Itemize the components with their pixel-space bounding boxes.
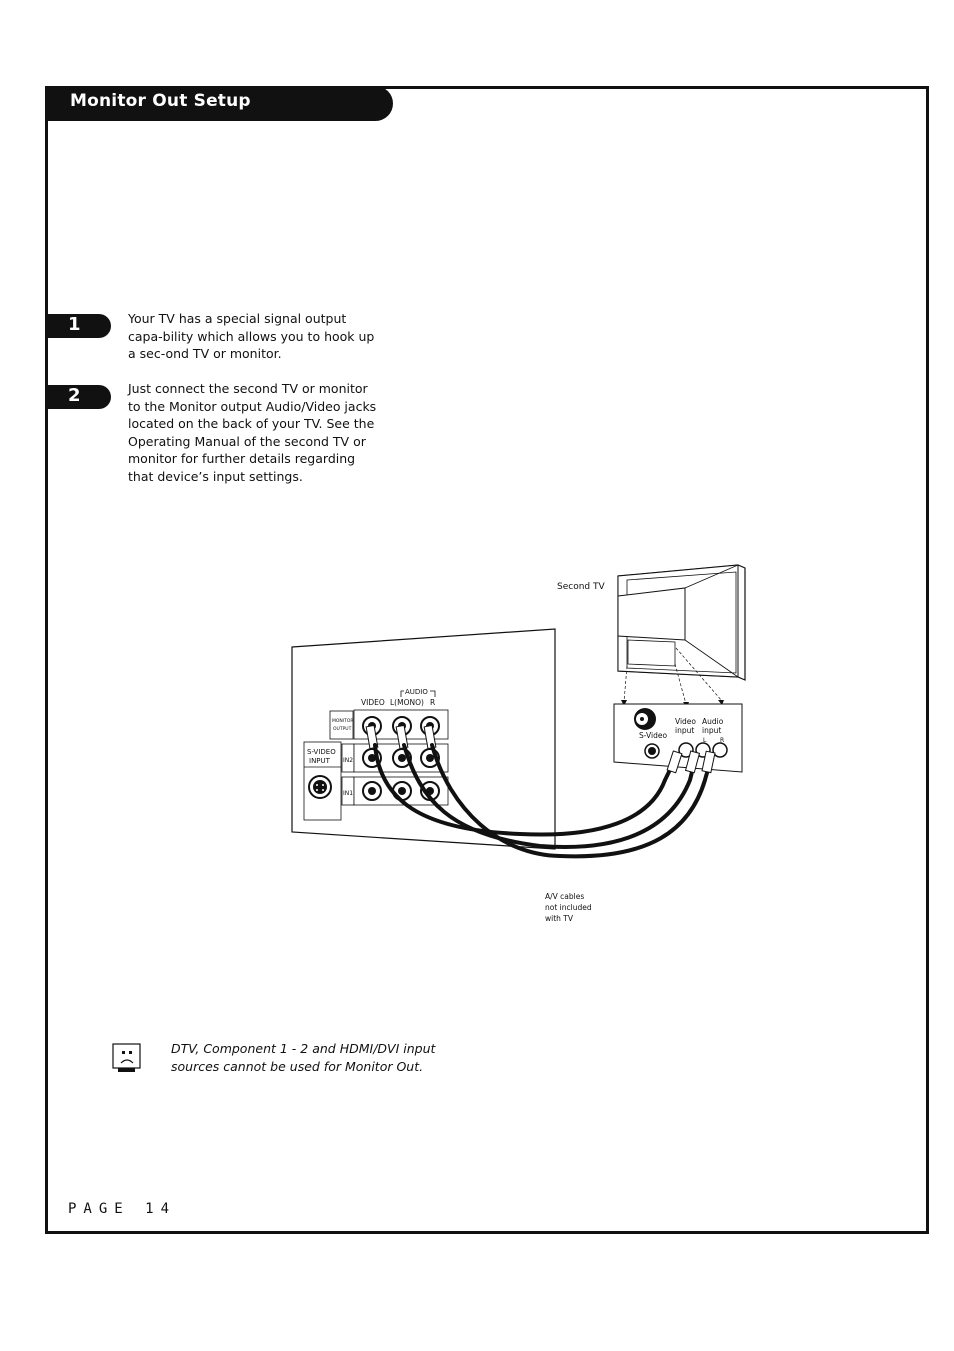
in2-label: IN2 xyxy=(343,757,353,764)
audio-input-label-2: input xyxy=(702,726,721,735)
second-tv xyxy=(617,564,746,681)
audio-r-label: R xyxy=(720,737,724,744)
cables-note-1: A/V cables xyxy=(545,892,584,901)
second-tv-label: Second TV xyxy=(557,582,605,592)
cables-note-3: with TV xyxy=(545,914,574,923)
step-2-text: Just connect the second TV or monitor to… xyxy=(128,381,377,484)
av-cables xyxy=(373,743,712,859)
page-title: Monitor Out Setup xyxy=(70,91,251,111)
audio-l-label: L xyxy=(703,737,707,744)
input-label: INPUT xyxy=(309,757,331,765)
video-header-label: VIDEO xyxy=(361,698,385,707)
r-header-label: R xyxy=(430,698,435,707)
page-frame xyxy=(45,86,929,1234)
note-face-icon xyxy=(112,1043,141,1072)
step-1-text: Your TV has a special signal output capa… xyxy=(128,311,375,362)
cables-note-2: not included xyxy=(545,903,592,912)
monitor-output-box xyxy=(329,710,354,740)
video-input-label-2: input xyxy=(675,726,694,735)
monitor-label: MONITOR xyxy=(332,718,354,724)
audio-header-label: AUDIO xyxy=(405,688,428,696)
step-1-number: 1 xyxy=(68,314,81,335)
tv-side-plugs xyxy=(365,724,437,750)
page-number: PAGE 14 xyxy=(68,1201,177,1217)
svideo-input-label: S-Video xyxy=(639,731,667,740)
note-text: DTV, Component 1 - 2 and HDMI/DVI input … xyxy=(171,1041,436,1074)
title-bar xyxy=(45,86,393,121)
second-tv-plugs xyxy=(666,750,716,774)
output-label: OUTPUT xyxy=(333,726,352,732)
audio-input-label-1: Audio xyxy=(702,717,724,726)
video-input-label-1: Video xyxy=(675,717,696,726)
lmono-header-label: L(MONO) xyxy=(390,698,424,707)
svideo-label: S-VIDEO xyxy=(307,748,336,756)
step-2-badge xyxy=(45,385,111,409)
in1-label: IN1 xyxy=(343,790,353,797)
step-1-badge xyxy=(45,314,111,338)
step-2-number: 2 xyxy=(68,385,81,406)
